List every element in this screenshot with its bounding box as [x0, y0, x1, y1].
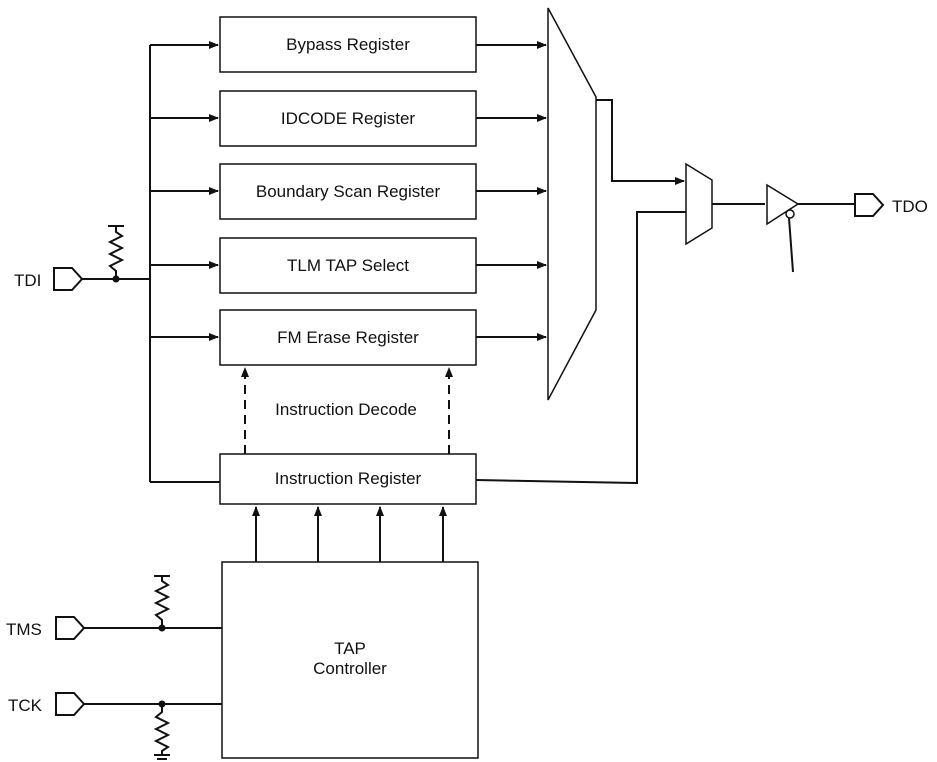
tap-controller-label-line2: Controller: [313, 659, 387, 678]
tap-controller: TAP Controller: [221, 561, 479, 759]
tck-label: TCK: [8, 696, 43, 715]
tdo-buffer-icon: [766, 183, 800, 226]
output-mux: [685, 162, 713, 246]
fm-erase-register: FM Erase Register: [219, 309, 477, 366]
instruction-to-output-mux-wire: [475, 211, 686, 485]
instruction-decode-label: Instruction Decode: [275, 400, 417, 419]
fm-erase-register-label: FM Erase Register: [277, 328, 419, 347]
tdi-pullup-resistor-icon: [107, 226, 125, 279]
buffer-enable-bubble: [785, 209, 795, 219]
tlm-tap-select-label: TLM TAP Select: [287, 256, 409, 275]
boundary-scan-register-label: Boundary Scan Register: [256, 182, 441, 201]
buffer-enable-wire: [788, 217, 794, 273]
tck-pulldown-resistor-icon: [153, 704, 171, 755]
mux-to-output-mux-arrow: [596, 99, 685, 185]
bypass-register-label: Bypass Register: [286, 35, 410, 54]
tms-pullup-resistor-icon: [153, 576, 171, 628]
tdi-pin: TDI: [14, 267, 84, 291]
boundary-scan-register: Boundary Scan Register: [219, 163, 477, 220]
bypass-register: Bypass Register: [219, 16, 477, 73]
data-register-mux: [547, 7, 597, 401]
tdi-label: TDI: [14, 271, 41, 290]
tck-pin: TCK: [8, 692, 86, 716]
idcode-register: IDCODE Register: [219, 90, 477, 147]
tdo-label: TDO: [892, 197, 928, 216]
tlm-tap-select-register: TLM TAP Select: [219, 237, 477, 294]
tdo-pin: TDO: [854, 193, 928, 217]
tms-pin: TMS: [6, 616, 86, 640]
idcode-register-label: IDCODE Register: [281, 109, 415, 128]
tap-controller-label-line1: TAP: [334, 639, 366, 658]
tms-label: TMS: [6, 620, 42, 639]
instruction-register: Instruction Register: [219, 453, 477, 505]
instruction-register-label: Instruction Register: [275, 469, 422, 488]
